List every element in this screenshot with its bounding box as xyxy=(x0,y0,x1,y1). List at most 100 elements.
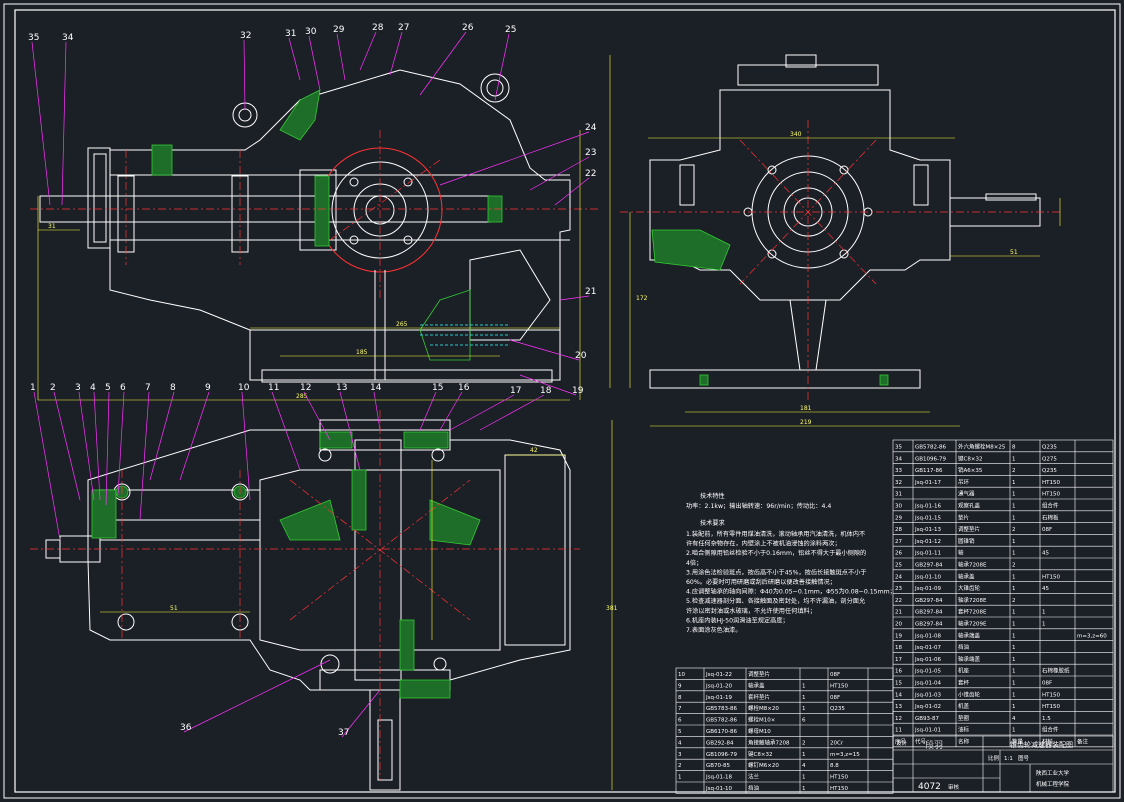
bom-left-cell: 螺栓M8×20 xyxy=(748,704,779,712)
bom-right-cell: 28 xyxy=(895,527,902,533)
bom-right-header: 代号 xyxy=(915,738,927,746)
bom-right-cell: Jsq-01-08 xyxy=(914,633,941,639)
leader-line xyxy=(303,391,331,441)
bom-left-cell: 7 xyxy=(678,706,682,712)
notes-lines: 1.装配前，所有零件用煤油清洗，滚动轴承用汽油清洗，机体内不 许有任何杂物存在，… xyxy=(686,530,896,634)
bom-right-cell: 观察孔盖 xyxy=(958,502,981,510)
bom-left-cell: 键C8×32 xyxy=(748,750,772,758)
bom-left-cell: 6 xyxy=(802,718,806,724)
bom-right-cell: 机盖 xyxy=(958,702,970,710)
dim-172: 172 xyxy=(636,295,648,302)
bom-left-cell: 8 xyxy=(678,695,682,701)
bom-right-cell: 19 xyxy=(895,633,902,639)
part-number-19: 19 xyxy=(572,386,584,396)
note-line: 4.应调整轴承的轴向间隙：Φ40为0.05~0.1mm，Φ55为0.08~0.1… xyxy=(686,588,896,596)
bom-right-cell: 1 xyxy=(1012,645,1016,651)
leader-line xyxy=(479,394,545,431)
bom-right-header: 序号 xyxy=(895,738,907,746)
bom-left-cell: 1 xyxy=(802,695,806,701)
bom-right-cell: 1.5 xyxy=(1042,716,1051,722)
bom-right-cell: 1 xyxy=(1012,728,1016,734)
bom-right-cell: 套杯7208E xyxy=(958,608,987,616)
bom-right-cell: 轴承7209E xyxy=(958,620,987,628)
side-hatches xyxy=(651,229,889,386)
dim-51: 51 xyxy=(170,605,178,612)
bom-right-cell: GB297-84 xyxy=(915,563,943,569)
bom-right-cell: 圆锥销 xyxy=(958,537,975,545)
leader-line xyxy=(336,33,346,81)
bom-right-cell: 11 xyxy=(895,728,902,734)
bom-right-cell: Jsq-01-02 xyxy=(914,704,941,710)
bom-right-cell: 21 xyxy=(895,610,902,616)
dim-285: 285 xyxy=(296,393,308,400)
bom-left-cell: 4 xyxy=(802,763,806,769)
dim-51-side: 51 xyxy=(1010,249,1018,256)
bom-right-cell: 销A6×35 xyxy=(958,466,983,474)
bom-right-cell: 33 xyxy=(895,468,902,474)
part-number-7: 7 xyxy=(145,383,151,393)
bom-right-cell: 32 xyxy=(895,480,902,486)
bom-left-cell: 1 xyxy=(678,775,682,781)
part-number-34: 34 xyxy=(62,33,74,43)
bom-right-cell: 1 xyxy=(1012,574,1016,580)
leader-line xyxy=(419,31,467,96)
bom-right-cell: 挡油 xyxy=(958,643,970,651)
note-line: 6.机座内装HJ-50润滑油至规定高度； xyxy=(686,616,789,624)
side-dimensions xyxy=(609,55,1061,427)
bom-right-cell: 2 xyxy=(1012,598,1016,604)
note-line: 许涂以密封油或水玻璃，不允许使用任何填料； xyxy=(686,607,816,615)
bom-right-cell: 23 xyxy=(895,586,902,592)
bom-right-cell: Jsq-01-05 xyxy=(914,669,941,675)
bom-right-cell: 31 xyxy=(895,492,902,498)
left-bearing-cover xyxy=(87,147,111,249)
bom-left-cell: Jsq-01-10 xyxy=(705,786,732,792)
leader-line xyxy=(308,35,321,91)
bom-right-cell: Jsq-01-06 xyxy=(914,657,941,663)
bom-right-cell: 大锥齿轮 xyxy=(958,584,981,592)
part-number-30: 30 xyxy=(305,27,317,37)
leader-line xyxy=(373,391,381,431)
leader-line xyxy=(139,391,150,521)
bom-left-cell: 8.8 xyxy=(830,763,839,769)
bom-right-cell: Jsq-01-01 xyxy=(914,728,941,734)
bom-right-cell: 2 xyxy=(1012,563,1016,569)
bom-right-cell: 吊环 xyxy=(958,479,970,486)
college: 机械工程学院 xyxy=(1036,780,1070,788)
part-number-17: 17 xyxy=(510,386,521,396)
bom-right-cell: 轴承7208E xyxy=(958,596,987,604)
dim-185: 185 xyxy=(356,349,368,356)
part-number-6: 6 xyxy=(120,383,126,393)
part-number-25: 25 xyxy=(505,25,516,35)
bom-right-cell: 2 xyxy=(1012,527,1016,533)
bom-left-cell: 4 xyxy=(678,740,682,746)
bom-right-cell: HT150 xyxy=(1042,574,1060,580)
leader-line xyxy=(33,391,61,541)
bom-right-cell: 29 xyxy=(895,515,902,521)
bom-right-cell: 22 xyxy=(895,598,902,604)
bom-left-cell: HT150 xyxy=(830,786,848,792)
part-number-37: 37 xyxy=(338,728,349,738)
frame-border xyxy=(14,9,1116,793)
bom-left-cell: Jsq-01-18 xyxy=(705,775,732,781)
designer-name: 段羽 xyxy=(925,739,943,751)
bom-left-cell: 螺钉M6×20 xyxy=(748,761,779,769)
top-centerlines xyxy=(30,410,580,780)
bom-right-cell: HT150 xyxy=(1042,704,1060,710)
note-line: 1.装配前，所有零件用煤油清洗，滚动轴承用汽油清洗，机体内不 xyxy=(686,530,865,538)
bom-left-cell: 2 xyxy=(678,763,682,769)
bom-right-cell: 2 xyxy=(1012,468,1016,474)
bom-right-cell: 1 xyxy=(1012,669,1016,675)
bom-right-cell: 35 xyxy=(895,445,902,451)
leader-line xyxy=(439,131,590,186)
part-number-21: 21 xyxy=(585,287,596,297)
bom-right-cell: 13 xyxy=(895,704,902,710)
part-number-27: 27 xyxy=(398,23,409,33)
bom-right-cell: 1 xyxy=(1012,657,1016,663)
bom-left-frame xyxy=(675,667,894,794)
part-number-3: 3 xyxy=(75,383,81,393)
bom-right-cell: 27 xyxy=(895,539,902,545)
note-line: 7.表面涂灰色油漆。 xyxy=(686,626,741,634)
dim-181: 181 xyxy=(800,405,812,412)
